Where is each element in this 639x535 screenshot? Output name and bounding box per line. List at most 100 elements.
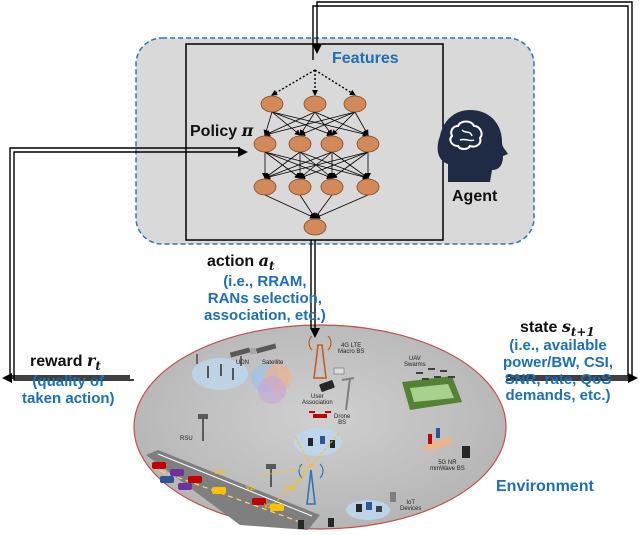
action-detail-line: RANs selection, [207,289,322,307]
neuron [343,95,367,113]
lte-label-line: 4G LTE [341,343,362,349]
network-edge [271,111,333,137]
iot-label-line: IoT [406,500,415,506]
network-edge [299,151,369,180]
user-association-line: User [311,394,324,400]
reward-label: reward rt [30,352,101,373]
v2i-label: V2I [246,486,256,492]
macro-tower-icon [259,431,341,529]
state-subscript: t+1 [570,325,595,339]
user-association-icon [319,377,355,411]
reward-detail-line: (quality of [32,373,105,390]
network-edges [262,111,371,219]
reward-subscript: t [95,359,101,373]
network-edge [264,151,369,180]
lte-label: 4G LTE Macro BS [338,343,364,356]
feature-input-arrows [271,69,356,96]
loop-arrows [2,1,638,383]
user-association-line: Association [302,400,333,407]
iot-devices-icon [346,492,396,520]
neuron [303,95,327,113]
satellite-label: Satellite [262,360,284,366]
nr-label-line: mmWave BS [430,466,465,473]
state-symbol: s [561,317,571,336]
network-edge [271,111,301,136]
uav-label-line: Swarms [404,362,426,369]
neuron [320,178,344,196]
feature-arrow [271,69,316,96]
reward-detail-line: taken action) [22,389,115,407]
environment-ellipse [133,324,507,530]
uav-swarm-icon [402,368,462,410]
network-edge [271,111,369,137]
network-edge [314,111,333,136]
action-detail-line: association, etc.) [204,306,326,324]
state-detail-line: demands, etc.) [505,387,611,405]
neuron [303,218,327,236]
neuron [288,178,312,196]
udn-label: UDN [236,360,249,366]
network-edge [299,194,316,219]
reward-symbol: r [86,351,96,370]
uav-label-line: UAV [408,356,421,362]
cars [152,462,284,511]
network-edge [331,151,369,179]
drone-label: Drone BS [334,414,350,427]
satellite-icon [229,343,292,404]
neuron [356,135,380,153]
v2v-label: V2V [284,486,296,492]
uav-label: UAV Swarms [404,356,426,369]
neuron [260,95,284,113]
neuron [253,178,277,196]
network-edge [264,151,301,179]
v2p-label: V2P [264,504,276,510]
rsu-icon [198,414,276,487]
state-label: state st+1 [520,318,595,339]
action-text: action [207,253,255,270]
rsu-label: RSU [180,436,193,442]
action-details: (i.e., RRAM, RANs selection, association… [204,273,326,324]
state-detail-line: SNR, rate, QoS [504,370,612,388]
v2x-label: V2X [214,470,226,476]
udn-cluster [192,354,248,390]
neuron [356,178,380,196]
network-edge [314,111,369,136]
nr-label-line: 5G NR [438,460,457,466]
reward-text: reward [30,353,83,370]
environment-label: Environment [496,478,594,495]
network-edge [299,111,356,136]
action-label: action at [207,252,275,273]
network-edge [264,151,333,179]
network-edge [264,111,356,137]
features-label: Features [332,50,399,67]
network-neurons [253,95,380,236]
nr-label: 5G NR mmWave BS [430,460,465,473]
policy-symbol: π [241,121,254,140]
network-edge [354,111,369,136]
network-edge [264,194,316,219]
drone-label-line: Drone [334,414,351,420]
lte-label-line: Macro BS [338,349,365,356]
state-details: (i.e., available power/BW, CSI, SNR, rat… [503,337,614,405]
neuron [288,135,312,153]
policy-box [185,43,444,241]
nr-mmwave-icon [424,428,470,458]
agent-label: Agent [452,188,498,205]
state-text: state [520,319,558,336]
action-symbol: a [258,251,269,270]
policy-text: Policy [190,123,238,140]
neuron [320,135,344,153]
network-edge [331,111,356,136]
state-detail-line: power/BW, CSI, [503,353,614,371]
drone-label-line: BS [338,420,347,427]
action-detail-line: (i.e., RRAM, [223,273,307,290]
user-association-label: User Association [302,394,333,407]
state-detail-line: (i.e., available [509,337,607,354]
iot-label-line: Devices [400,506,422,513]
network-edge [314,194,369,219]
agent-head-icon [437,110,508,182]
drone-bs-icon [294,411,342,456]
action-subscript: t [268,259,275,273]
network-edge [264,111,316,136]
